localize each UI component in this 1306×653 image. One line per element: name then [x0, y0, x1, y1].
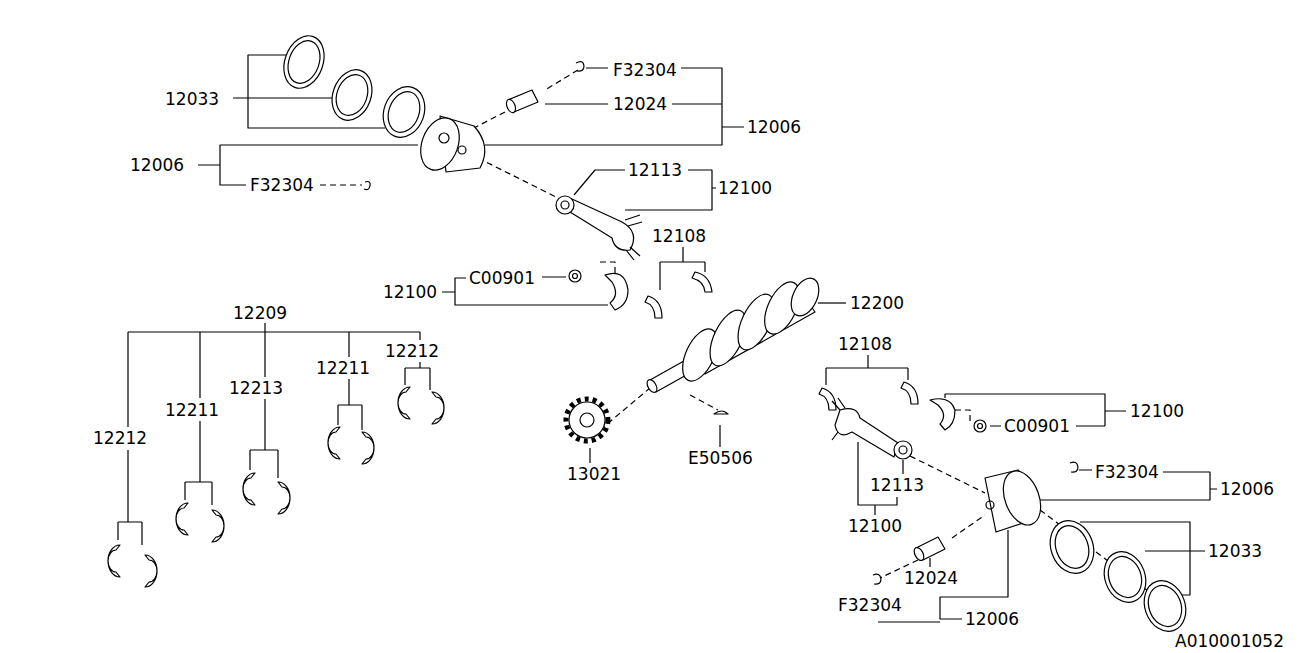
callout-number: 12006: [129, 155, 185, 175]
connecting-rod: [556, 196, 574, 214]
assembly-line: [320, 70, 1180, 615]
bearing-shell: [243, 473, 255, 505]
bearing-shell: [176, 503, 188, 535]
callout-number: 12024: [612, 94, 668, 114]
bearing-shell: [328, 427, 340, 459]
callout-number: E50506: [687, 448, 754, 468]
callout-number: 12100: [1129, 401, 1185, 421]
piston-ring: [1043, 514, 1101, 579]
callout-number: 12212: [384, 341, 440, 361]
callout-number: 12033: [1207, 541, 1263, 561]
piston: [439, 133, 449, 143]
bearing-shell: [901, 382, 918, 404]
bearing-shell: [398, 387, 410, 419]
piston-ring: [282, 36, 325, 88]
crankshaft: [786, 274, 825, 320]
drawing-code: A010001052: [1174, 631, 1285, 651]
piston-ring: [376, 81, 431, 144]
callout-number: 12211: [164, 400, 220, 420]
piston: [986, 501, 994, 509]
snap-ring: [364, 182, 370, 190]
snap-ring: [873, 574, 881, 584]
piston-ring: [325, 64, 378, 126]
connecting-rod: [625, 215, 642, 260]
piston-pin: [505, 98, 518, 114]
callout-number: 12113: [869, 475, 925, 495]
piston-ring: [1143, 581, 1187, 631]
bearing-shell: [145, 555, 157, 587]
woodruff-key: [714, 411, 728, 414]
snap-ring: [1070, 462, 1078, 472]
connecting-rod: [832, 398, 845, 440]
piston-ring: [1137, 575, 1192, 638]
callout-number: 12108: [837, 334, 893, 354]
rod-cap: [605, 273, 628, 310]
leader-line: [826, 355, 908, 385]
callout-number: F32304: [1094, 462, 1160, 482]
callout-number: 12100: [382, 282, 438, 302]
nut: [974, 420, 986, 432]
callout-number: 12006: [746, 117, 802, 137]
bearing-shell: [212, 510, 224, 542]
bearing-shell: [278, 482, 290, 514]
crankshaft: [645, 378, 659, 394]
callout-number: 12024: [903, 568, 959, 588]
callout-number: C00901: [1003, 416, 1071, 436]
callout-number: 12200: [849, 293, 905, 313]
piston-ring: [383, 87, 426, 137]
callout-number: 12033: [164, 89, 220, 109]
leader-line: [660, 247, 705, 290]
connecting-rod: [561, 201, 569, 209]
bearing-shell: [692, 272, 712, 292]
connecting-rod: [894, 441, 912, 459]
callout-number: 12213: [228, 378, 284, 398]
callout-number: F32304: [837, 595, 903, 615]
connecting-rod: [570, 199, 634, 250]
connecting-rod: [835, 409, 898, 457]
piston-pin: [912, 546, 926, 562]
piston-ring: [1049, 521, 1094, 573]
nut: [573, 274, 578, 279]
bearing-shell: [362, 432, 374, 464]
leader-line: [818, 302, 846, 303]
crank-sprocket: [580, 413, 594, 427]
assembly-line: [600, 262, 970, 425]
connecting-rod: [899, 446, 907, 454]
callout-number: 12100: [847, 516, 903, 536]
callout-number: 12108: [651, 226, 707, 246]
snap-ring: [576, 62, 584, 72]
crank-sprocket: [566, 399, 608, 441]
callout-number: C00901: [468, 268, 536, 288]
callout-number: 12212: [92, 428, 148, 448]
bearing-shell: [108, 545, 120, 577]
callout-number: 13021: [566, 464, 622, 484]
callout-number: 12100: [717, 178, 773, 198]
callout-number: 12211: [315, 358, 371, 378]
callout-number: F32304: [612, 60, 678, 80]
bearing-shell: [645, 296, 662, 318]
bearing-shell: [432, 392, 444, 424]
piston: [996, 466, 1047, 530]
crank-sprocket: [569, 402, 605, 438]
nut: [978, 424, 983, 429]
piston-ring: [1103, 552, 1147, 602]
bearing-shell: [819, 388, 836, 410]
callout-number: 12113: [627, 160, 683, 180]
rod-cap: [930, 399, 955, 430]
nut: [569, 270, 581, 282]
piston-ring: [331, 70, 374, 120]
piston: [458, 146, 466, 154]
callout-number: 12209: [232, 303, 288, 323]
piston: [414, 112, 466, 175]
piston-ring: [277, 30, 331, 94]
callout-number: 12006: [1219, 479, 1275, 499]
callout-number: 12006: [964, 609, 1020, 629]
callout-number: F32304: [249, 175, 315, 195]
